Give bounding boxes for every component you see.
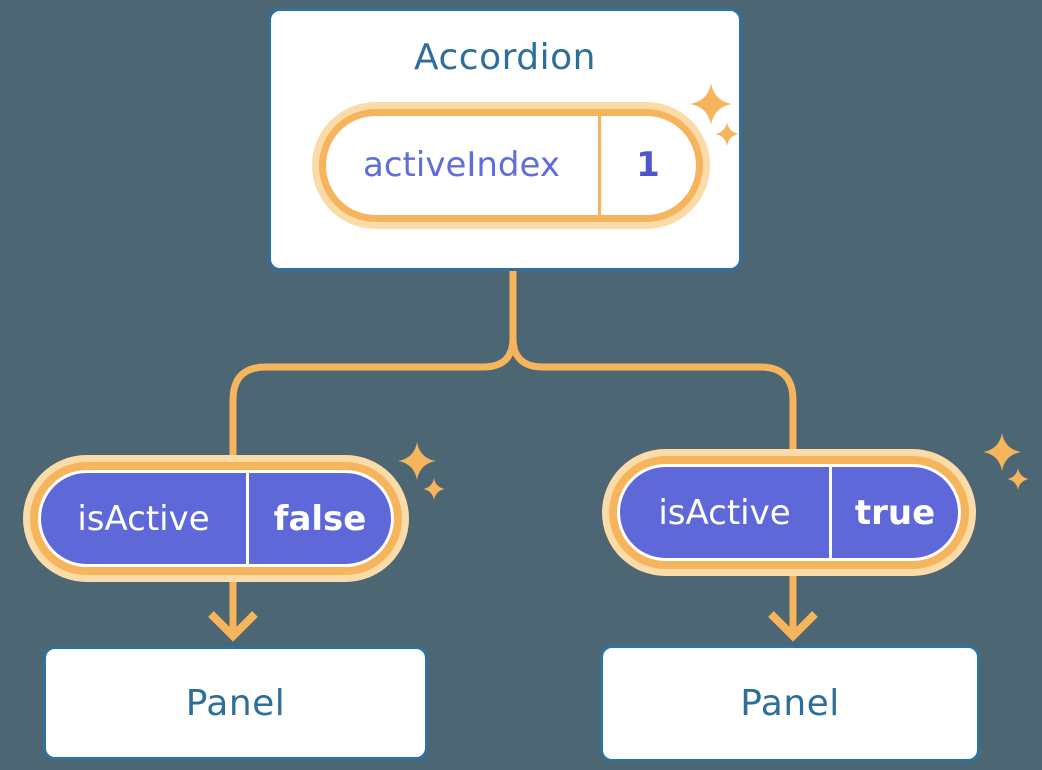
sparkle-icon — [715, 122, 739, 146]
state-pill-label: activeIndex — [363, 145, 560, 185]
panel-title: Panel — [185, 682, 286, 724]
sparkle-icon — [423, 478, 445, 500]
state-pill-value: 1 — [636, 145, 660, 185]
sparkle-icon — [398, 442, 436, 480]
prop-pill-value: true — [854, 492, 936, 533]
arrow-down-icon — [768, 611, 818, 642]
state-pill: activeIndex 1 — [318, 108, 703, 222]
prop-pill-divider — [829, 467, 832, 558]
panel-card: Panel — [43, 646, 428, 760]
prop-pill-value: false — [273, 498, 367, 539]
panel-title: Panel — [740, 683, 840, 724]
sparkle-icon — [690, 83, 732, 125]
accordion-title: Accordion — [414, 37, 596, 78]
arrow-down-icon — [208, 611, 258, 642]
sparkle-icon — [1007, 468, 1029, 490]
sparkle-icon — [983, 433, 1021, 471]
state-pill-divider — [597, 115, 601, 215]
prop-pill-isactive-false: isActive false — [38, 470, 394, 567]
connector-root-to-left-child — [229, 270, 517, 636]
accordion-card: Accordion activeIndex 1 — [268, 8, 742, 271]
connector-root-to-right-child — [509, 337, 797, 636]
prop-pill-label: isActive — [77, 498, 210, 539]
prop-pill-divider — [246, 473, 249, 564]
prop-pill-label: isActive — [658, 492, 791, 533]
panel-card: Panel — [600, 645, 980, 762]
prop-pill-isactive-true: isActive true — [617, 464, 961, 561]
